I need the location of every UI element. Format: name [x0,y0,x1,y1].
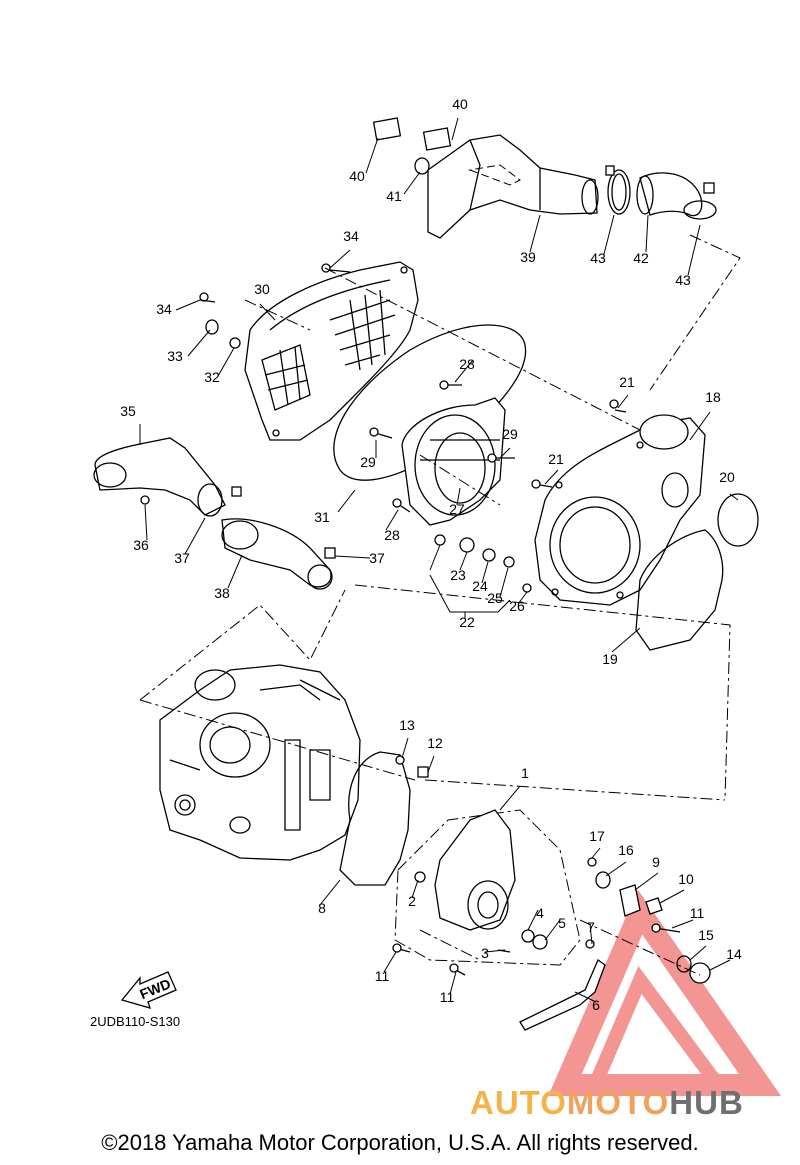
part-label-25: 25 [487,590,503,606]
part-label-41: 41 [386,188,402,204]
part-label-17: 17 [589,828,605,844]
part-label-21b: 21 [548,451,564,467]
leader-lines [139,117,739,1003]
part-label-13: 13 [399,717,415,733]
part-label-27: 27 [449,501,465,517]
fwd-arrow-icon: FWD [120,971,177,1009]
cover-assembly-1 [394,755,711,1031]
part-label-20: 20 [719,469,735,485]
logo-part-moto: MOTO [566,1084,670,1121]
part-label-8: 8 [318,900,326,916]
part-label-12: 12 [427,735,443,751]
part-label-42: 42 [633,250,649,266]
part-label-28b: 28 [384,527,400,543]
bearing-housing-27 [401,397,532,593]
part-label-1: 1 [521,765,529,781]
part-label-33: 33 [167,348,183,364]
part-label-16: 16 [618,842,634,858]
automotohub-logo-text: AUTOMOTOHUB [470,1084,744,1122]
bolts [199,269,681,976]
part-label-40b: 40 [349,168,365,184]
air-intake-duct-39 [372,117,599,239]
part-label-7: 7 [587,919,595,935]
part-label-10: 10 [678,871,694,887]
part-label-32: 32 [204,369,220,385]
part-label-19: 19 [602,651,618,667]
intake-duct-35 [93,437,242,517]
part-label-29a: 29 [360,454,376,470]
part-label-29b: 29 [502,426,518,442]
part-label-38: 38 [214,585,230,601]
gasket-20 [717,493,759,547]
clutch-cover-18 [531,399,706,606]
part-label-37b: 37 [369,550,385,566]
part-label-11c: 11 [440,989,455,1005]
part-label-31: 31 [314,509,330,525]
outer-cover-30 [199,261,419,441]
part-number-labels: 1234567891011111112131415161718192021212… [120,96,742,1013]
part-label-35: 35 [120,403,136,419]
gasket-8 [339,751,411,886]
part-label-34a: 34 [343,228,359,244]
gasket-19 [635,529,724,651]
part-label-40a: 40 [452,96,468,112]
part-label-4: 4 [536,905,544,921]
part-label-2: 2 [408,893,416,909]
joint-38 [221,518,336,590]
part-label-26: 26 [509,598,525,614]
logo-part-auto: AUTO [470,1084,567,1121]
part-label-39: 39 [520,249,536,265]
part-label-23: 23 [450,567,466,583]
part-label-37a: 37 [174,550,190,566]
automotohub-logo-triangle [548,889,782,1096]
part-label-14: 14 [726,946,742,962]
logo-part-hub: HUB [669,1084,744,1121]
part-label-5: 5 [558,915,566,931]
engine-crankcase [159,664,361,861]
part-label-6: 6 [592,997,600,1013]
part-label-28a: 28 [459,356,475,372]
part-label-3: 3 [481,945,489,961]
joint-and-clamps-42-43 [605,165,717,220]
part-label-36: 36 [133,537,149,553]
part-label-9: 9 [652,854,660,870]
part-label-18: 18 [705,389,721,405]
part-label-22: 22 [459,614,475,630]
part-label-11a: 11 [690,905,705,921]
copyright-notice: ©2018 Yamaha Motor Corporation, U.S.A. A… [101,1130,699,1155]
part-label-24: 24 [472,578,488,594]
part-label-34b: 34 [156,301,172,317]
part-label-43b: 43 [675,272,691,288]
part-label-21a: 21 [619,374,635,390]
reference-lines [139,234,741,976]
diagram-code: 2UDB110-S130 [90,1014,181,1029]
part-label-15: 15 [698,927,714,943]
part-label-30: 30 [254,281,270,297]
part-label-43a: 43 [590,250,606,266]
part-label-11b: 11 [375,968,390,984]
